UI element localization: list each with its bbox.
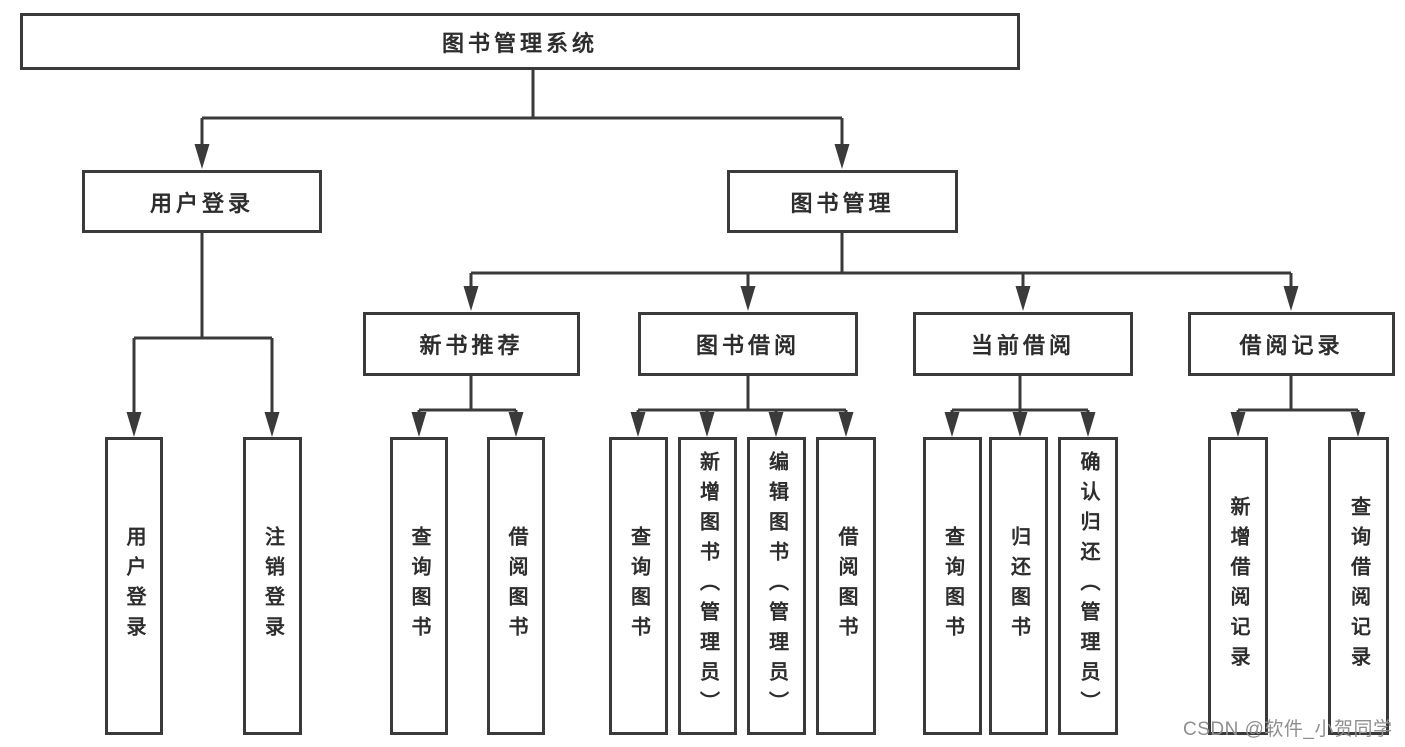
connector-new-book-tree bbox=[417, 376, 518, 420]
leaf-edit-book-admin-label: 编辑图书（管理员） bbox=[765, 451, 788, 721]
leaf-query-borrow-record: 查询借阅记录 bbox=[1328, 437, 1389, 735]
connector-user-login-tree bbox=[132, 233, 274, 420]
leaf-query-books-recommend: 查询图书 bbox=[390, 437, 448, 735]
arrowheads bbox=[126, 144, 1366, 437]
leaf-edit-book-admin: 编辑图书（管理员） bbox=[747, 437, 806, 735]
leaf-query-books-borrow: 查询图书 bbox=[609, 437, 668, 735]
arrow-down-icon bbox=[944, 412, 960, 437]
leaf-borrow-books-recommend-label: 借阅图书 bbox=[505, 526, 527, 646]
node-user-login: 用户登录 bbox=[82, 170, 322, 233]
leaf-return-book-label: 归还图书 bbox=[1007, 526, 1030, 646]
leaf-user-login: 用户登录 bbox=[105, 437, 163, 735]
leaf-add-book-admin: 新增图书（管理员） bbox=[678, 437, 737, 735]
leaf-add-borrow-record: 新增借阅记录 bbox=[1208, 437, 1268, 735]
connector-book-management-tree bbox=[469, 233, 1293, 294]
node-book-management-label: 图书管理 bbox=[790, 190, 895, 216]
arrow-down-icon bbox=[740, 286, 756, 311]
leaf-query-borrow-record-label: 查询借阅记录 bbox=[1347, 496, 1370, 676]
leaf-query-books-current: 查询图书 bbox=[923, 437, 982, 735]
leaf-confirm-return-admin: 确认归还（管理员） bbox=[1058, 437, 1118, 735]
leaf-query-books-recommend-label: 查询图书 bbox=[408, 526, 430, 646]
node-root: 图书管理系统 bbox=[20, 13, 1020, 70]
node-book-borrowing-label: 图书借阅 bbox=[695, 333, 800, 358]
arrow-down-icon bbox=[768, 412, 784, 437]
arrow-down-icon bbox=[630, 412, 646, 437]
leaf-add-borrow-record-label: 新增借阅记录 bbox=[1227, 496, 1249, 676]
node-borrowing-records-label: 借阅记录 bbox=[1239, 333, 1344, 358]
arrow-down-icon bbox=[1283, 286, 1299, 311]
node-user-login-label: 用户登录 bbox=[149, 190, 254, 216]
arrow-down-icon bbox=[1350, 412, 1366, 437]
arrow-down-icon bbox=[1080, 412, 1096, 437]
connector-book-borrow-tree bbox=[636, 376, 848, 420]
arrow-down-icon bbox=[1015, 286, 1031, 311]
arrow-down-icon bbox=[194, 144, 210, 169]
arrow-down-icon bbox=[1012, 412, 1028, 437]
node-current-borrowing-label: 当前借阅 bbox=[970, 333, 1075, 358]
arrow-down-icon bbox=[1230, 412, 1246, 437]
arrow-down-icon bbox=[838, 412, 854, 437]
arrow-down-icon bbox=[834, 144, 850, 169]
arrow-down-icon bbox=[126, 412, 142, 437]
node-new-book-recommendation: 新书推荐 bbox=[363, 312, 580, 376]
leaf-user-login-label: 用户登录 bbox=[123, 526, 145, 646]
node-book-borrowing: 图书借阅 bbox=[638, 312, 858, 376]
leaf-confirm-return-admin-label: 确认归还（管理员） bbox=[1077, 451, 1099, 721]
connector-borrow-record-tree bbox=[1236, 376, 1360, 420]
arrow-down-icon bbox=[264, 412, 280, 437]
arrow-down-icon bbox=[411, 412, 427, 437]
leaf-borrow-books-label: 借阅图书 bbox=[835, 526, 857, 646]
node-root-label: 图书管理系统 bbox=[441, 30, 598, 56]
leaf-borrow-books-recommend: 借阅图书 bbox=[487, 437, 545, 735]
leaf-borrow-books: 借阅图书 bbox=[816, 437, 876, 735]
arrow-down-icon bbox=[699, 412, 715, 437]
watermark-text: CSDN @软件_小贺同学 bbox=[1183, 719, 1393, 740]
leaf-add-book-admin-label: 新增图书（管理员） bbox=[696, 451, 719, 721]
arrow-down-icon bbox=[508, 412, 524, 437]
leaf-query-books-current-label: 查询图书 bbox=[941, 526, 964, 646]
connector-root-tree bbox=[200, 68, 844, 152]
leaf-logout-label: 注销登录 bbox=[261, 526, 284, 646]
leaf-query-books-borrow-label: 查询图书 bbox=[627, 526, 650, 646]
leaf-logout: 注销登录 bbox=[243, 437, 302, 735]
node-current-borrowing: 当前借阅 bbox=[913, 312, 1133, 376]
arrow-down-icon bbox=[463, 286, 479, 311]
node-borrowing-records: 借阅记录 bbox=[1188, 312, 1395, 376]
leaf-return-book: 归还图书 bbox=[989, 437, 1048, 735]
node-book-management: 图书管理 bbox=[727, 170, 958, 233]
node-new-book-recommendation-label: 新书推荐 bbox=[419, 333, 524, 358]
